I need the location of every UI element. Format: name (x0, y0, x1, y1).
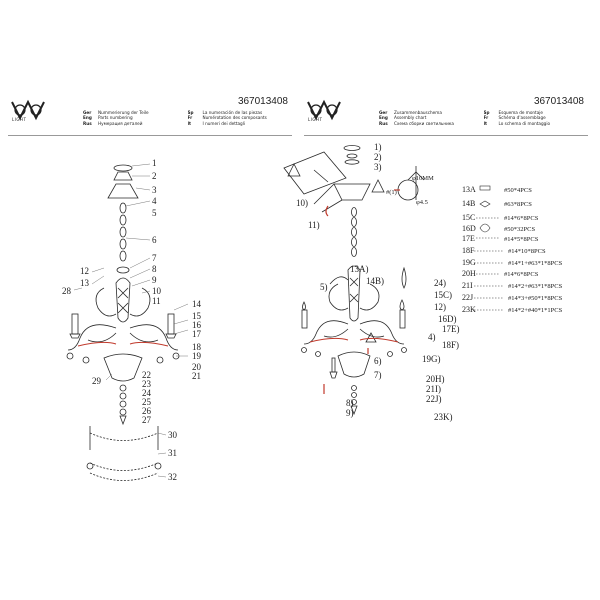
callout-11: 11 (152, 296, 161, 306)
callout-20h: 20H) (426, 374, 445, 384)
callout-22: 22 (142, 370, 151, 380)
product-code: 367013408 (533, 96, 584, 107)
callout-10: 10 (152, 286, 162, 296)
callout-11: 11) (308, 220, 320, 230)
callout-24: 24 (142, 388, 152, 398)
brand-logo-icon (11, 99, 45, 121)
wall-bracket-label: #(1) (386, 189, 397, 196)
callout-27: 27 (142, 415, 152, 425)
callout-17e: 17E) (442, 324, 460, 334)
callout-12: 12 (80, 266, 89, 276)
callout-26: 26 (142, 406, 152, 416)
callout-31: 31 (168, 448, 177, 458)
callout-9: 9 (152, 275, 157, 285)
chandelier-exploded-drawing: 1 2 3 4 6 7 8 9 10 11 14 15 16 17 18 19 … (62, 158, 202, 482)
product-code: 367013408 (237, 96, 288, 107)
logo-text: LIGHT (12, 117, 27, 122)
callout-23k: 23K) (434, 412, 453, 422)
assembly-drawing: 1) 2) 3) 10) 11) #(1) φ10MM φ4.5 13A) 14… (283, 142, 460, 422)
callout-22j: 22J) (426, 394, 442, 404)
callout-5: 5) (320, 282, 328, 292)
callout-15c: 15C) (434, 290, 452, 300)
dim-10mm: φ10MM (412, 175, 434, 182)
callout-23: 23 (142, 379, 152, 389)
callout-13: 13 (80, 278, 90, 288)
callout-19: 19 (192, 351, 202, 361)
callout-2: 2) (374, 152, 382, 162)
brand-logo-icon (307, 99, 341, 121)
callout-6: 6 (152, 235, 157, 245)
callout-8: 8) (346, 398, 354, 408)
callout-25: 25 (142, 397, 152, 407)
callout-16d: 16D) (438, 314, 457, 324)
callout-3: 3 (152, 185, 157, 195)
callout-4: 4) (428, 332, 436, 342)
callout-6: 6) (374, 356, 382, 366)
callout-1: 1 (152, 158, 157, 168)
callout-18f: 18F) (442, 340, 459, 350)
callout-12: 12) (434, 302, 446, 312)
callout-7: 7 (152, 253, 157, 263)
callout-1: 1) (374, 142, 382, 152)
callout-10: 10) (296, 198, 308, 208)
callout-19g: 19G) (422, 354, 441, 364)
logo-text: LIGHT (308, 117, 323, 122)
callout-16: 16 (192, 320, 202, 330)
header-rule (8, 135, 292, 136)
callout-2: 2 (152, 171, 157, 181)
callout-18: 18 (192, 342, 202, 352)
callout-13a: 13A) (350, 264, 369, 274)
callout-28: 28 (62, 286, 72, 296)
callout-3: 3) (374, 162, 382, 172)
callout-9: 9) (346, 408, 354, 418)
callout-4: 4 (152, 196, 157, 206)
callout-24: 24) (434, 278, 446, 288)
callout-30: 30 (168, 430, 178, 440)
callout-5: 5 (152, 208, 157, 218)
header-rule (304, 135, 588, 136)
chain (119, 202, 127, 262)
callout-8: 8 (152, 264, 157, 274)
callout-17: 17 (192, 329, 202, 339)
callout-29: 29 (92, 376, 102, 386)
callout-15: 15 (192, 311, 202, 321)
callout-14: 14 (192, 299, 202, 309)
callout-32: 32 (168, 472, 177, 482)
callout-21: 21 (192, 371, 201, 381)
dim-45: φ4.5 (416, 199, 428, 206)
callout-20: 20 (192, 362, 202, 372)
callout-14b: 14B) (366, 276, 384, 286)
callout-21i: 21I) (426, 384, 441, 394)
callout-7: 7) (374, 370, 382, 380)
